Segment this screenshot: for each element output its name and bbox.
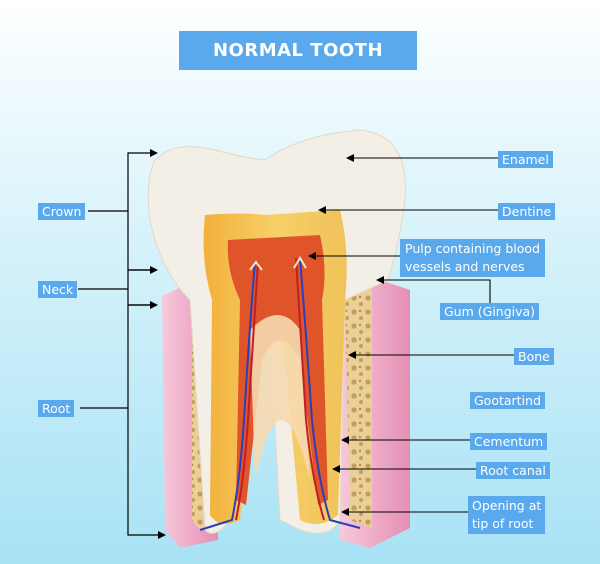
label-neck: Neck (38, 281, 78, 298)
label-gum: Gum (Gingiva) (440, 303, 540, 320)
label-opening-line1: Opening at (472, 498, 542, 513)
label-root-canal: Root canal (476, 462, 550, 479)
root-bracket (80, 304, 162, 536)
label-pulp-line2: vessels and nerves (405, 259, 525, 274)
label-cementum: Cementum (470, 433, 548, 450)
label-opening-line2: tip of root (472, 516, 534, 531)
label-unknown: Gootartind (470, 392, 545, 409)
label-opening: Opening at tip of root (468, 496, 546, 534)
crown-bracket (88, 152, 155, 271)
blood-vessels (199, 256, 361, 531)
leader-arrowheads (308, 154, 384, 516)
label-dentine: Dentine (498, 203, 556, 220)
label-pulp-line1: Pulp containing blood (405, 241, 540, 256)
label-enamel: Enamel (498, 151, 553, 168)
leader-lines (312, 157, 514, 513)
diagram-title: NORMAL TOOTH (179, 31, 417, 70)
label-bone: Bone (514, 348, 554, 365)
label-pulp: Pulp containing blood vessels and nerves (400, 239, 545, 277)
bracket-arrowheads (150, 149, 166, 539)
neck-bracket (78, 269, 155, 306)
label-root: Root (38, 400, 75, 417)
label-crown: Crown (38, 203, 86, 220)
